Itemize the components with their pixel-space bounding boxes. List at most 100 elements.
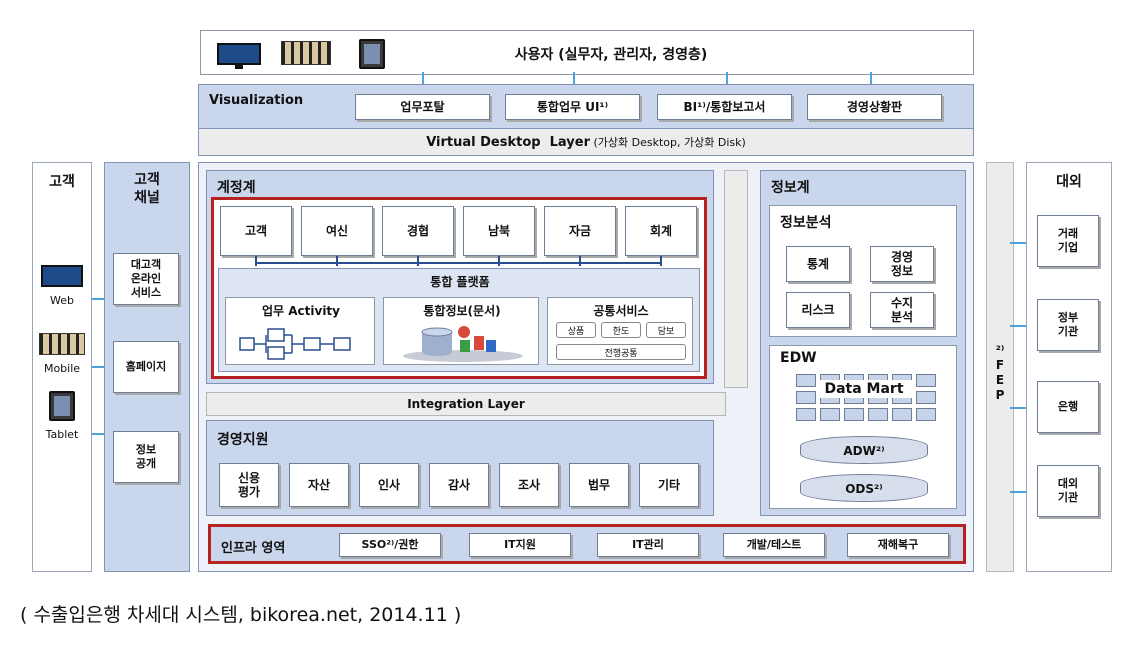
platform-common-title: 공통서비스: [593, 303, 649, 318]
device-web-label: Web: [50, 293, 74, 307]
fep-label: ²⁾ F E P: [995, 343, 1005, 402]
arrow-connector: [573, 72, 575, 92]
arrow-connector: [1010, 325, 1034, 327]
vdl-bold-label: Virtual Desktop Layer: [426, 134, 590, 150]
monitor-stand-icon: [235, 65, 243, 69]
infra-dev-test: 개발/테스트: [723, 533, 825, 557]
infra-disaster-recovery: 재해복구: [847, 533, 949, 557]
platform-title: 통합 플랫폼: [430, 274, 490, 289]
document-database-icon: [403, 326, 523, 362]
module-connector-tick: [498, 256, 500, 266]
mgmt-legal: 법무: [569, 463, 629, 507]
module-credit: 여신: [301, 206, 373, 256]
infra-it-support: IT지원: [469, 533, 571, 557]
module-connector-tick: [255, 256, 257, 266]
monitor-icon: [217, 43, 261, 65]
user-bar: 사용자 (실무자, 관리자, 경영층): [200, 30, 974, 75]
data-mart-label: Data Mart: [816, 380, 912, 398]
customer-panel: 고객 Web Mobile Tablet: [32, 162, 92, 572]
analysis-mgmt-info: 경영 정보: [870, 246, 934, 282]
external-panel: 대외 거래 기업 정부 기관 은행 대외 기관: [1026, 162, 1112, 572]
arrow-connector: [1010, 242, 1034, 244]
monitor-icon: [41, 265, 83, 287]
arrow-connector: [422, 72, 424, 92]
phone-strip-icon: [39, 333, 85, 355]
adw-cylinder: [800, 436, 928, 464]
fep-panel: ²⁾ F E P: [986, 162, 1014, 572]
user-bar-label: 사용자 (실무자, 관리자, 경영층): [514, 46, 708, 63]
device-tablet-label: Tablet: [45, 427, 79, 441]
vis-item-portal: 업무포탈: [355, 94, 490, 120]
mgmt-research: 조사: [499, 463, 559, 507]
mgmt-credit-rating: 신용 평가: [219, 463, 279, 507]
arrow-connector: [92, 366, 112, 368]
module-connector-tick: [417, 256, 419, 266]
infra-sso: SSO²⁾/권한: [339, 533, 441, 557]
common-pill-bankwide: 전행공통: [556, 344, 686, 360]
source-caption: ( 수출입은행 차세대 시스템, bikorea.net, 2014.11 ): [20, 604, 462, 626]
platform-document-title: 통합정보(문서): [423, 303, 501, 318]
external-banks: 은행: [1037, 381, 1099, 433]
channel-title: 고객 채널: [134, 172, 160, 206]
analysis-statistics: 통계: [786, 246, 850, 282]
platform-activity-box: 업무 Activity: [225, 297, 375, 365]
channel-disclosure: 정보 공개: [113, 431, 179, 483]
arrow-connector: [1010, 491, 1034, 493]
external-title: 대외: [1056, 174, 1082, 190]
module-connector-tick: [660, 256, 662, 266]
integration-layer: Integration Layer: [206, 392, 726, 416]
arrow-connector: [726, 72, 728, 92]
module-accounting: 회계: [625, 206, 697, 256]
common-pill-collateral: 담보: [646, 322, 686, 338]
vis-item-dashboard: 경영상황판: [807, 94, 942, 120]
layer-separator-bar: [724, 170, 748, 388]
module-connector-tick: [579, 256, 581, 266]
phone-strip-icon: [281, 41, 331, 65]
visualization-title: Visualization: [209, 93, 304, 108]
module-cooperation: 경협: [382, 206, 454, 256]
external-institutions: 대외 기관: [1037, 465, 1099, 517]
infra-title: 인프라 영역: [221, 541, 286, 556]
vis-item-bi-report: BI¹⁾/통합보고서: [657, 94, 792, 120]
common-pill-limit: 한도: [601, 322, 641, 338]
module-customer: 고객: [220, 206, 292, 256]
module-connector-tick: [336, 256, 338, 266]
integrated-platform: 통합 플랫폼 업무 Activity 통합정보(문서): [218, 268, 700, 372]
external-companies: 거래 기업: [1037, 215, 1099, 267]
external-government: 정부 기관: [1037, 299, 1099, 351]
management-panel: 경영지원 신용 평가 자산 인사 감사 조사 법무 기타: [206, 420, 714, 516]
module-funds: 자금: [544, 206, 616, 256]
vdl-sub-label: (가상화 Desktop, 가상화 Disk): [590, 136, 746, 149]
channel-online-service: 대고객 온라인 서비스: [113, 253, 179, 305]
arrow-connector: [1010, 407, 1034, 409]
info-title: 정보계: [771, 180, 810, 196]
mgmt-audit: 감사: [429, 463, 489, 507]
edw-title: EDW: [780, 350, 817, 366]
tablet-icon: [49, 391, 75, 421]
arrow-connector: [870, 72, 872, 92]
channel-homepage: 홈페이지: [113, 341, 179, 393]
visualization-panel: Visualization 업무포탈 통합업무 UI¹⁾ BI¹⁾/통합보고서 …: [198, 84, 974, 156]
arrow-connector: [92, 298, 112, 300]
customer-title: 고객: [49, 174, 75, 190]
arrow-connector: [92, 433, 112, 435]
info-analysis-box: 정보분석 통계 경영 정보 리스크 수지 분석: [769, 205, 957, 337]
ods-label: ODS²⁾: [845, 482, 883, 496]
vis-item-integrated-ui: 통합업무 UI¹⁾: [505, 94, 640, 120]
info-panel: 정보계 정보분석 통계 경영 정보 리스크 수지 분석 EDW Data Mar…: [760, 170, 966, 516]
platform-document-box: 통합정보(문서): [383, 297, 539, 365]
analysis-risk: 리스크: [786, 292, 850, 328]
mgmt-assets: 자산: [289, 463, 349, 507]
common-pill-product: 상품: [556, 322, 596, 338]
management-title: 경영지원: [217, 432, 269, 448]
platform-common-box: 공통서비스 상품 한도 담보 전행공통: [547, 297, 693, 365]
edw-box: EDW Data Mart ADW²⁾ ODS²⁾: [769, 345, 957, 509]
platform-activity-title: 업무 Activity: [261, 303, 340, 318]
virtual-desktop-layer: Virtual Desktop Layer (가상화 Desktop, 가상화 …: [199, 128, 973, 155]
accounting-title: 계정계: [217, 180, 256, 196]
mgmt-hr: 인사: [359, 463, 419, 507]
infra-panel: 인프라 영역 SSO²⁾/권한 IT지원 IT관리 개발/테스트 재해복구: [208, 524, 966, 564]
channel-panel: 고객 채널 대고객 온라인 서비스 홈페이지 정보 공개: [104, 162, 190, 572]
device-mobile-label: Mobile: [43, 361, 81, 375]
workflow-diagram-icon: [239, 328, 351, 360]
